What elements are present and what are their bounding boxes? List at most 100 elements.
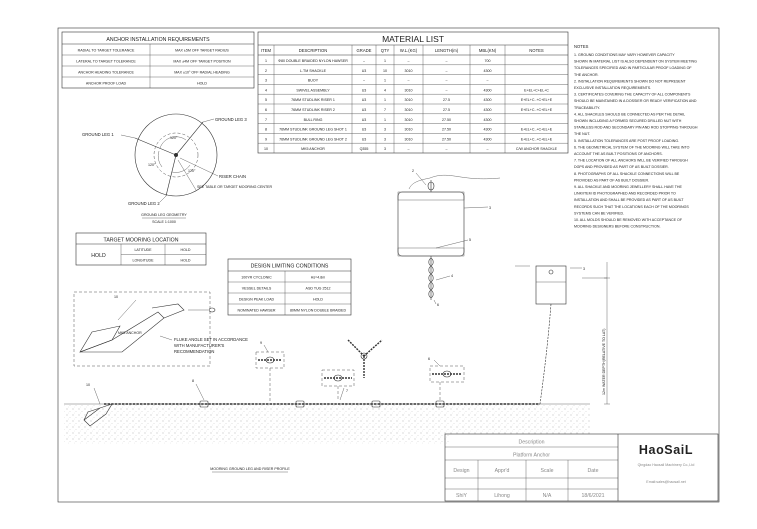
material-cell-grade: U3	[362, 69, 367, 73]
material-cell-grade: U3	[362, 88, 367, 92]
seabed-anchor: 10	[83, 383, 113, 427]
material-cell-qty: 3	[384, 128, 386, 132]
material-cell-qty: 4	[384, 88, 386, 92]
req-label-2: LATERAL TO TARGET TOLERANCE	[76, 60, 136, 64]
note-line: 7. THE LOCATION OF ALL ANCHORS WILL BE V…	[574, 159, 688, 163]
material-cell-wl: 3010	[405, 98, 413, 102]
callout-2-buoy: 2	[412, 169, 414, 173]
material-cell-grade: Q355	[360, 147, 369, 151]
target-location-title: TARGET MOORING LOCATION	[104, 238, 179, 244]
scale-label: Scale	[541, 468, 554, 474]
target-note-label: SEE TABLE OR TARGET MOORING CENTER	[197, 185, 273, 189]
material-cell-qty: 7	[384, 108, 386, 112]
material-cell-length: 27.50	[442, 128, 451, 132]
req-value-2: MAX ±4M OFF TARGET POSITION	[173, 60, 231, 64]
material-cell-mbl: –	[487, 147, 489, 151]
material-cell-description: SWIVEL ASSEMBLY	[296, 88, 330, 92]
material-cell-mbl: 700	[485, 59, 491, 63]
callout-9-profile: 9	[260, 341, 262, 345]
note-line: 6. THE GEOMETRICAL SYSTEM OF THE MOORING…	[574, 145, 690, 149]
anchor-detail: 10 MK5 ANCHOR FLUKE ANGLE SET IN ACCORDA…	[73, 291, 248, 367]
material-cell-length: 27.50	[442, 118, 451, 122]
anchor-requirements-table: ANCHOR INSTALLATION REQUIREMENTS RADIAL …	[61, 31, 255, 89]
fluke-note-3: RECOMMENDATION	[174, 349, 214, 354]
geometry-caption: GROUND LEG GEOMETRY	[141, 213, 187, 217]
note-line: INSTALLATION AND SHALL BE PROVIDED AS PA…	[574, 198, 684, 202]
material-cell-length: –	[446, 147, 448, 151]
note-line: THE ANCHOR.	[574, 73, 599, 77]
material-cell-description: 76MM STUDLINK GROUND LEG SHOT 1	[279, 128, 347, 132]
material-cell-item: 8	[265, 128, 267, 132]
material-cell-item: 1	[265, 59, 267, 63]
material-cell-wl: 3010	[405, 69, 413, 73]
notes-lines: 1. GROUND CONDITIONS MAY VARY HOWEVER CA…	[574, 53, 698, 229]
callout-10-detail: 10	[114, 295, 118, 299]
material-cell-qty: 1	[384, 98, 386, 102]
material-cell-mbl: 4300	[484, 88, 492, 92]
material-cell-mbl: 4300	[484, 128, 492, 132]
note-line: 8. PHOTOGRAPHS OF ALL SHACKLE CONNECTION…	[574, 172, 680, 176]
note-line: 9. ALL SHACKLE AND MOORING JEWELLERY SHA…	[574, 185, 683, 189]
target-location-hold: HOLD	[91, 253, 106, 259]
note-line: 3. CERTIFICATES COVERING THE CAPACITY OF…	[574, 93, 691, 97]
col-header-length: LENGTH(m)	[435, 48, 459, 53]
material-cell-notes: E+EL+C..+C+EL+E	[521, 108, 553, 112]
note-line: ACCOUNT THE AS BUILT POSITIONS OF ANCHOR…	[574, 152, 663, 156]
material-cell-mbl: –	[487, 79, 489, 83]
swivel-detail	[347, 339, 383, 378]
material-cell-description: 76MM STUDLINK RISER 1	[291, 98, 335, 102]
material-cell-wl: –	[408, 147, 410, 151]
ground-leg-1-line	[134, 137, 177, 156]
fluke-note-2: WITH MANUFACTURER'S	[174, 343, 225, 348]
req-label-3: ANCHOR HEADING TOLERANCE	[78, 71, 134, 75]
design-conditions-table: DESIGN LIMITING CONDITIONS 100YR CYCLONI…	[227, 258, 352, 316]
note-line: 5. INSTALLATION TOLERANCES ARE POST PROO…	[574, 139, 679, 143]
latitude-label: LATITUDE	[134, 248, 152, 252]
material-cell-wl: –	[408, 59, 410, 63]
description-label: Description	[519, 440, 545, 446]
notes-block: NOTES 1. GROUND CONDITIONS MAY VARY HOWE…	[574, 44, 698, 229]
material-cell-mbl: 4300	[484, 108, 492, 112]
material-cell-qty: 3	[384, 137, 386, 141]
cond-value-1: Hs=4.8m	[311, 276, 325, 280]
material-cell-grade: U3	[362, 128, 367, 132]
material-cell-grade: U3	[362, 137, 367, 141]
material-cell-item: 2	[265, 69, 267, 73]
cond-value-2: ASD TUG 2512	[306, 287, 331, 291]
cond-value-4: 80MM NYLON DOUBLE BRAIDED	[290, 309, 347, 313]
material-cell-description: 76MM STUDLINK GROUND LEG SHOT 2	[279, 137, 347, 141]
note-line: MOORING DESIGNERS BEFORE CONSTRUCTION.	[574, 225, 660, 229]
col-header-item: ITEM	[261, 48, 272, 53]
material-cell-item: 9	[265, 137, 267, 141]
note-line: EXCLUSIVE INSTALLATION REQUIREMENTS.	[574, 86, 651, 90]
callout-10-seabed: 10	[86, 383, 90, 387]
material-cell-qty: 1	[384, 59, 386, 63]
note-line: 10. ALL MOLDS SHOULD BE REMOVED WITH ACC…	[574, 218, 683, 222]
cond-label-2: VESSEL DETAILS	[242, 287, 272, 291]
seabed	[64, 404, 450, 444]
note-line: 4. ALL SHACKLES SHOULD BE CONNECTED AS P…	[574, 112, 685, 116]
material-cell-length: –	[446, 59, 448, 63]
material-cell-item: 6	[265, 108, 267, 112]
title-block: Description Platform Anchor Design Appr'…	[444, 433, 719, 502]
profile-buoy	[535, 265, 567, 305]
material-cell-qty: 10	[383, 69, 387, 73]
profile-caption: MOORING GROUND LEG AND RISER PROFILE	[210, 467, 290, 471]
material-cell-item: 5	[265, 98, 267, 102]
material-cell-length: –	[446, 88, 448, 92]
col-header-description: DESCRIPTION	[299, 48, 328, 53]
req-value-4: HOLD	[197, 82, 207, 86]
scale-value: N/A	[543, 493, 552, 499]
material-cell-notes: E+EL+C+EL+C	[524, 88, 549, 92]
callout-3-buoy: 3	[489, 206, 491, 210]
col-header-notes: NOTES	[529, 48, 544, 53]
callout-3-profile: 3	[583, 267, 585, 271]
col-header-grade: GRADE	[357, 48, 372, 53]
material-cell-length: 27.5	[443, 108, 450, 112]
material-cell-description: 76MM STUDLINK RISER 2	[291, 108, 335, 112]
col-header-qty: QTY	[381, 48, 390, 53]
material-cell-length: –	[446, 69, 448, 73]
material-cell-wl: –	[408, 79, 410, 83]
design-value: ShiY	[456, 493, 467, 499]
